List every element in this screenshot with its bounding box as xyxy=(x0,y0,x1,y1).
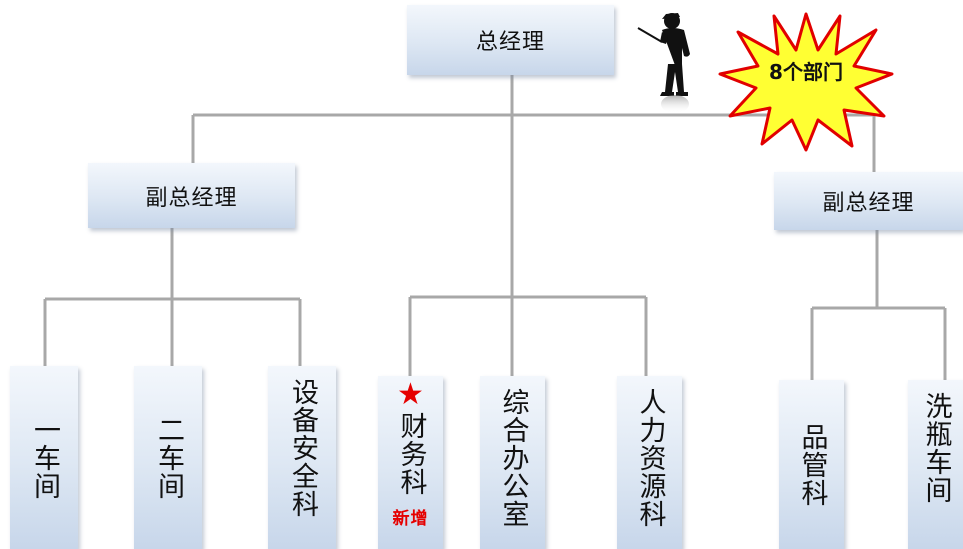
deputy-manager-left-label: 副总经理 xyxy=(145,185,238,211)
department-label: 品管科 xyxy=(796,422,828,507)
department-label: 人力资源科 xyxy=(634,388,666,528)
department-label: 综合办公室 xyxy=(497,388,529,528)
general-manager-label: 总经理 xyxy=(475,30,545,55)
department-equipment-safety: 设备安全科 xyxy=(268,366,336,549)
department-bottle-washing: 洗瓶车间 xyxy=(908,380,963,549)
new-tag: 新增 xyxy=(392,509,429,529)
deputy-manager-left-node: 副总经理 xyxy=(88,163,295,228)
department-human-resources: 人力资源科 xyxy=(617,376,682,549)
department-label: 洗瓶车间 xyxy=(920,392,952,504)
department-workshop-2: 二车间 xyxy=(134,366,202,549)
star-icon: ★ xyxy=(397,377,424,412)
department-quality-control: 品管科 xyxy=(779,380,844,549)
department-count-badge: 8个部门 xyxy=(769,60,843,84)
starburst-badge-icon xyxy=(718,12,894,152)
deputy-manager-right-node: 副总经理 xyxy=(774,172,963,230)
department-label: 设备安全科 xyxy=(287,378,318,518)
department-label: 财务科 xyxy=(395,412,427,496)
deputy-manager-right-label: 副总经理 xyxy=(822,191,915,216)
department-workshop-1: 一车间 xyxy=(10,366,78,549)
department-label: 一车间 xyxy=(29,415,60,500)
general-manager-node: 总经理 xyxy=(407,5,614,75)
department-finance: ★ 财务科 新增 xyxy=(378,376,443,549)
department-general-office: 综合办公室 xyxy=(480,376,545,549)
person-silhouette-icon xyxy=(637,13,690,113)
department-label: 二车间 xyxy=(153,415,184,500)
